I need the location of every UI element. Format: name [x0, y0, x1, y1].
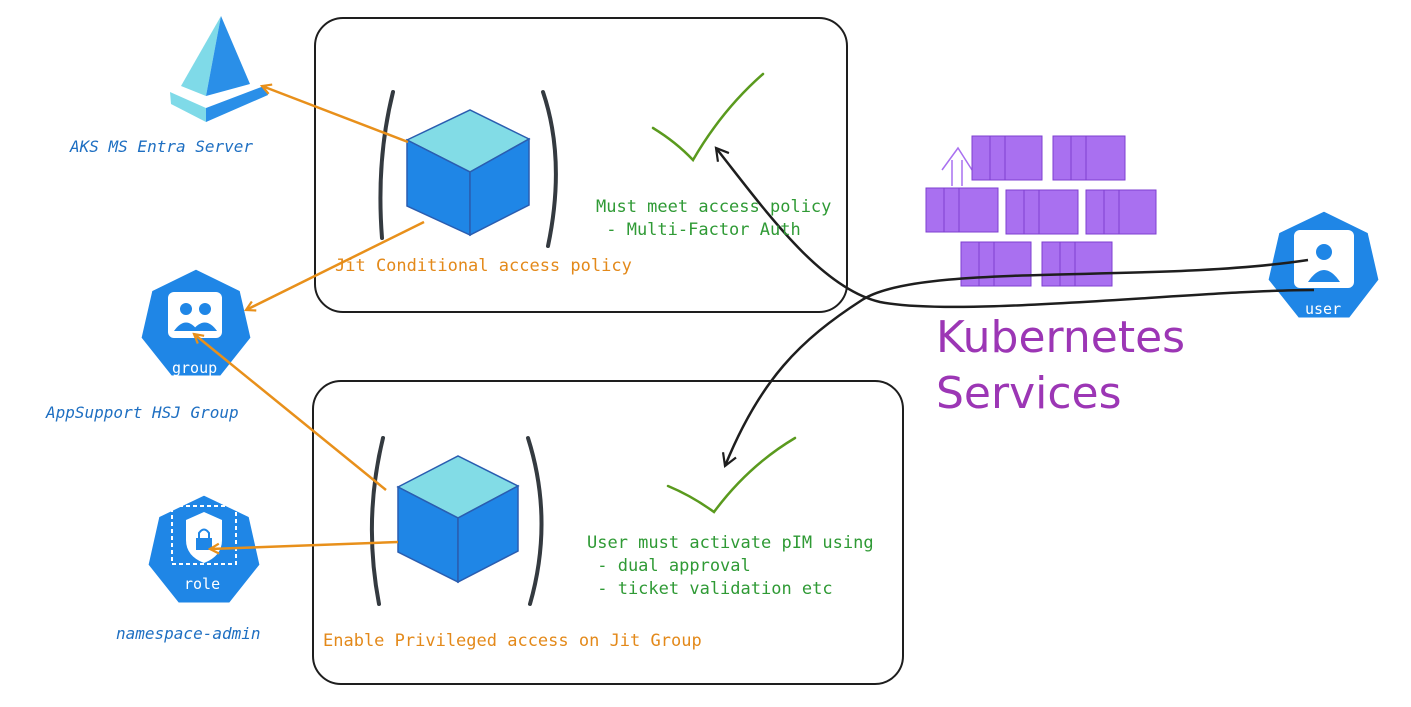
cube-icon [405, 109, 531, 237]
container-stack-icon [925, 135, 1157, 287]
arrow-user-to-top-check [714, 146, 1315, 309]
k8s-user-icon [1265, 208, 1382, 321]
arrow-cube-to-role [210, 540, 399, 549]
right-bracket [526, 436, 544, 606]
kubernetes-services-label: Kubernetes Services [936, 312, 1186, 419]
role-label: namespace-admin [116, 624, 261, 643]
orange-connector-arrows [194, 86, 425, 549]
group-label: AppSupport HSJ Group [46, 403, 239, 422]
arrow-user-to-bottom-check [721, 258, 1309, 469]
right-bracket [541, 90, 558, 248]
check-icon [651, 72, 765, 163]
left-bracket [369, 436, 385, 606]
top-policy-text: Must meet access policy - Multi-Factor A… [596, 197, 832, 240]
aks-server-label: AKS MS Entra Server [70, 137, 254, 156]
jit-conditional-access-box [314, 17, 848, 313]
user-badge: user [1305, 300, 1342, 318]
group-badge: group [172, 359, 218, 377]
bottom-policy-text: User must activate pIM using - dual appr… [587, 533, 874, 599]
cube-icon [396, 455, 520, 584]
top-box-caption: Jit Conditional access policy [335, 256, 632, 276]
user-flow-arrows [714, 146, 1315, 469]
arrow-cube-to-aks [262, 86, 409, 144]
role-badge: role [184, 575, 221, 593]
check-icon [666, 436, 797, 514]
arrow-cube-to-group [194, 334, 387, 491]
left-bracket [378, 90, 395, 240]
privileged-access-box [312, 380, 904, 685]
k8s-group-icon [138, 266, 254, 379]
bottom-box-caption: Enable Privileged access on Jit Group [323, 631, 702, 651]
azure-entra-pyramid-icon [170, 16, 268, 122]
arrow-box-to-group [246, 220, 425, 310]
